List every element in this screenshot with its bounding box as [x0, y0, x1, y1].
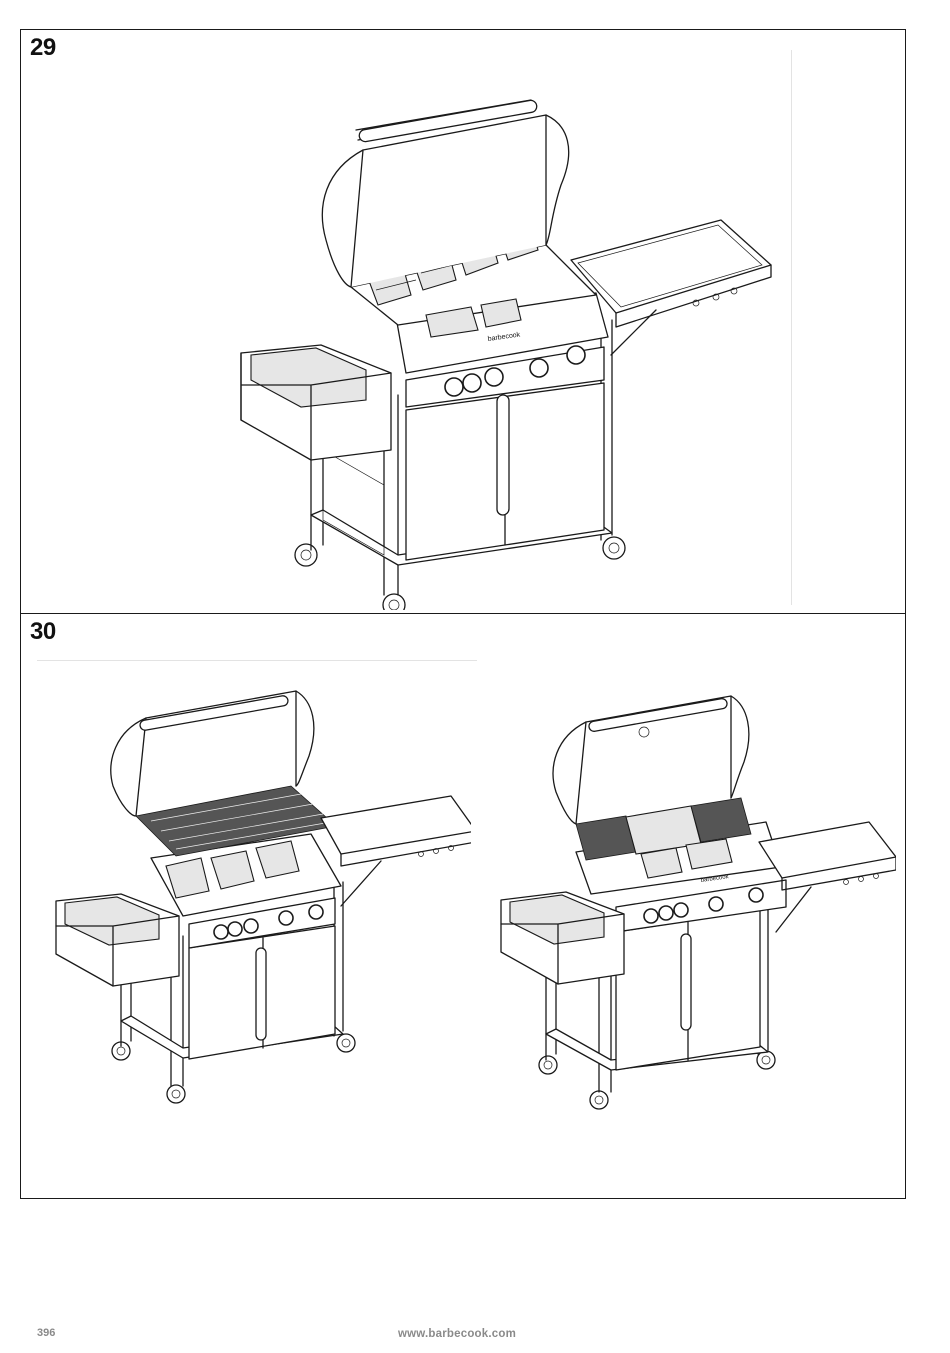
- step-number: 30: [30, 618, 56, 646]
- website-link[interactable]: www.barbecook.com: [398, 1328, 516, 1340]
- page-number: 396: [37, 1327, 55, 1339]
- grill-illustration-30-plancha: barbecook: [476, 682, 896, 1112]
- divider: [37, 660, 477, 661]
- divider: [791, 50, 792, 605]
- step-number: 29: [30, 34, 56, 62]
- grill-illustration-30-grates: [51, 686, 471, 1106]
- step-30-panel: 30: [20, 613, 906, 1199]
- step-29-panel: 29 barbecook: [20, 29, 906, 614]
- grill-illustration-29: barbecook: [216, 55, 786, 610]
